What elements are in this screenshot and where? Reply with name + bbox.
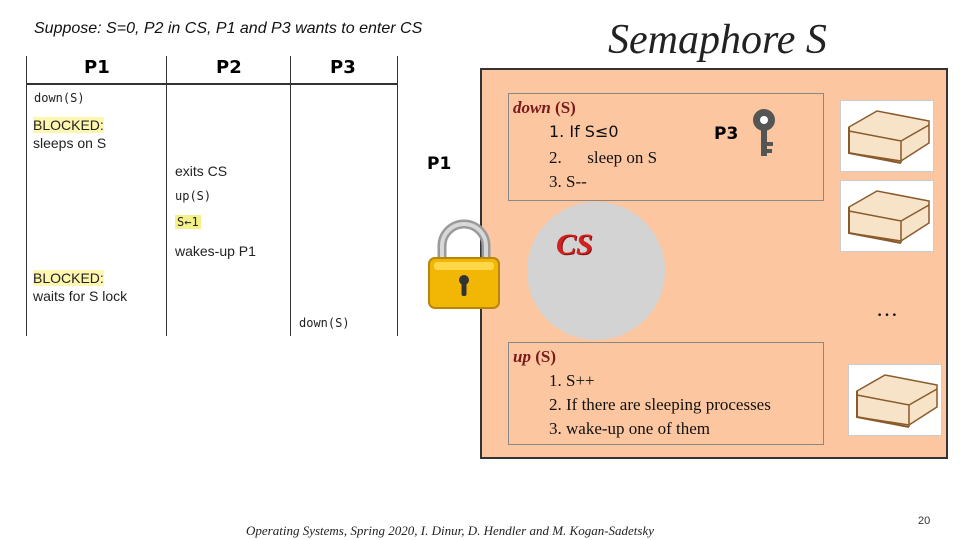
p1-state-blocked: BLOCKED: sleeps on S	[33, 116, 106, 152]
table-border-left	[26, 56, 27, 336]
p1-waits-label: waits for S lock	[33, 288, 128, 304]
table-header-divider	[26, 83, 398, 85]
p2-exits-cs: exits CS	[175, 163, 228, 179]
down-line-2: 2. sleep on S	[549, 148, 658, 167]
p1-blocked-label: BLOCKED:	[33, 117, 104, 133]
slide-subtitle: Suppose: S=0, P2 in CS, P1 and P3 wants …	[34, 20, 423, 37]
p2-up-call: up(S)	[175, 189, 212, 203]
p1-state-waiting: BLOCKED: waits for S lock	[33, 269, 127, 305]
key-icon	[753, 109, 775, 156]
up-line-1: 1. S++	[549, 371, 595, 390]
down-heading: down (S)	[513, 98, 576, 118]
critical-section-circle	[527, 202, 665, 340]
p2-s-assign: S←1	[175, 215, 201, 229]
down-arg: (S)	[550, 98, 576, 117]
critical-section-label: CS	[556, 228, 593, 261]
down-code-box: down (S) 1. If S≤0 2. sleep on S 3. S--	[508, 93, 824, 201]
p3-down-call: down(S)	[299, 316, 350, 330]
p3-label: P3	[714, 124, 739, 144]
table-divider-1	[166, 56, 167, 336]
p1-sleeps-label: sleeps on S	[33, 135, 107, 151]
p1-down-call: down(S)	[34, 91, 85, 105]
table-border-right	[397, 56, 398, 336]
up-line-3: 3. wake-up one of them	[549, 419, 710, 438]
padlock-icon	[428, 219, 500, 309]
down-keyword: down	[513, 98, 551, 117]
bed-icon	[840, 100, 934, 172]
p1-blocked-label-2: BLOCKED:	[33, 270, 104, 286]
p1-label: P1	[427, 154, 452, 174]
bed-icon	[848, 364, 942, 436]
down-line-3: 3. S--	[549, 172, 587, 191]
down-line-1: 1. If S≤0	[549, 122, 619, 141]
column-header-p2: P2	[216, 57, 242, 78]
up-keyword: up	[513, 347, 531, 366]
column-header-p1: P1	[84, 57, 110, 78]
footer-credit: Operating Systems, Spring 2020, I. Dinur…	[246, 523, 655, 538]
up-arg: (S)	[530, 347, 556, 366]
up-line-2: 2. If there are sleeping processes	[549, 395, 771, 414]
up-heading: up (S)	[513, 347, 556, 367]
slide-title: Semaphore S	[608, 17, 827, 63]
ellipsis: …	[876, 296, 898, 321]
table-divider-2	[290, 56, 291, 336]
column-header-p3: P3	[330, 57, 356, 78]
page-number: 20	[918, 515, 931, 527]
p2-wakes-p1: wakes-up P1	[175, 243, 256, 259]
up-code-box: up (S) 1. S++ 2. If there are sleeping p…	[508, 342, 824, 445]
bed-icon	[840, 180, 934, 252]
